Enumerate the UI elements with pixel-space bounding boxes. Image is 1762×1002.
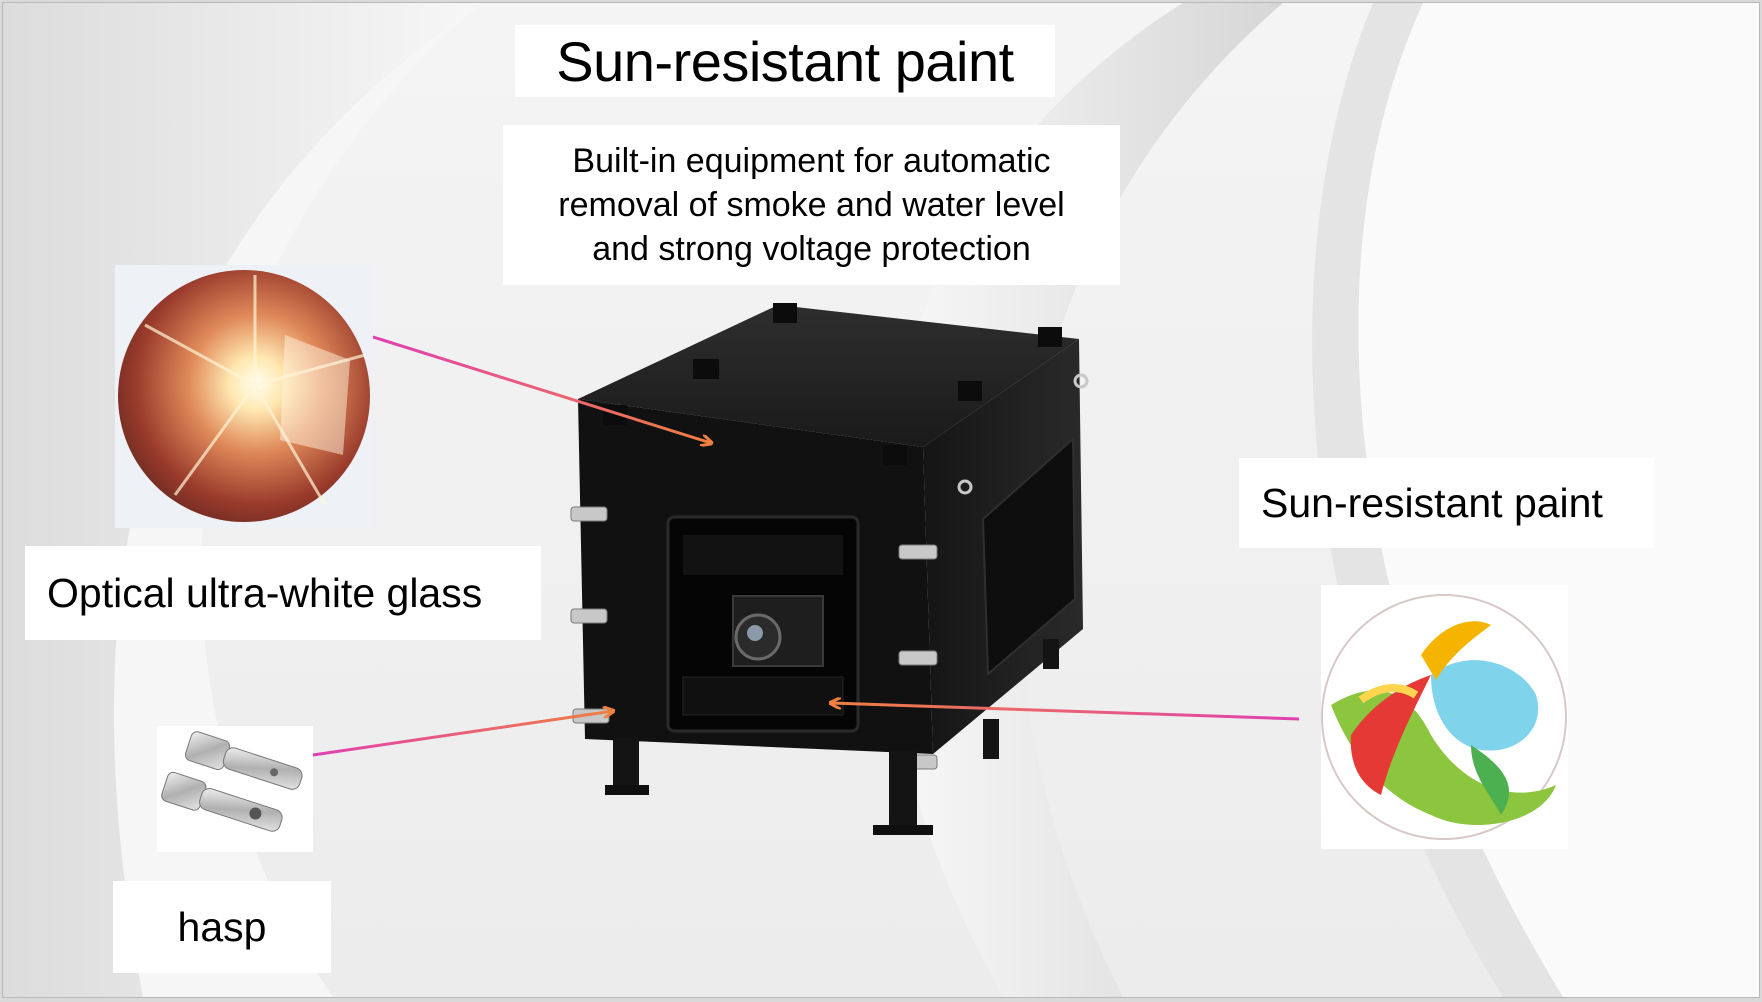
hasp-latch-icon [161, 731, 303, 832]
optical-glass-label: Optical ultra-white glass [25, 546, 541, 640]
hasp-photo [157, 726, 313, 852]
hasp-label: hasp [113, 881, 331, 973]
built-in-line-1: Built-in equipment for automatic [572, 142, 1051, 180]
camera-enclosure-image [570, 303, 1089, 835]
page-title: Sun-resistant paint [515, 25, 1055, 97]
glass-photo [115, 265, 373, 528]
paint-photo [1321, 585, 1568, 849]
built-in-equipment-label: Built-in equipment for automatic removal… [503, 125, 1120, 285]
built-in-line-3: and strong voltage protection [592, 230, 1031, 268]
built-in-line-2: removal of smoke and water level [558, 186, 1065, 224]
paint-splash-icon [1321, 594, 1567, 840]
sun-resistant-paint-label: Sun-resistant paint [1239, 458, 1654, 548]
glass-lens-icon [118, 270, 370, 522]
side-panel [981, 436, 1077, 677]
swoosh-left [3, 3, 483, 997]
